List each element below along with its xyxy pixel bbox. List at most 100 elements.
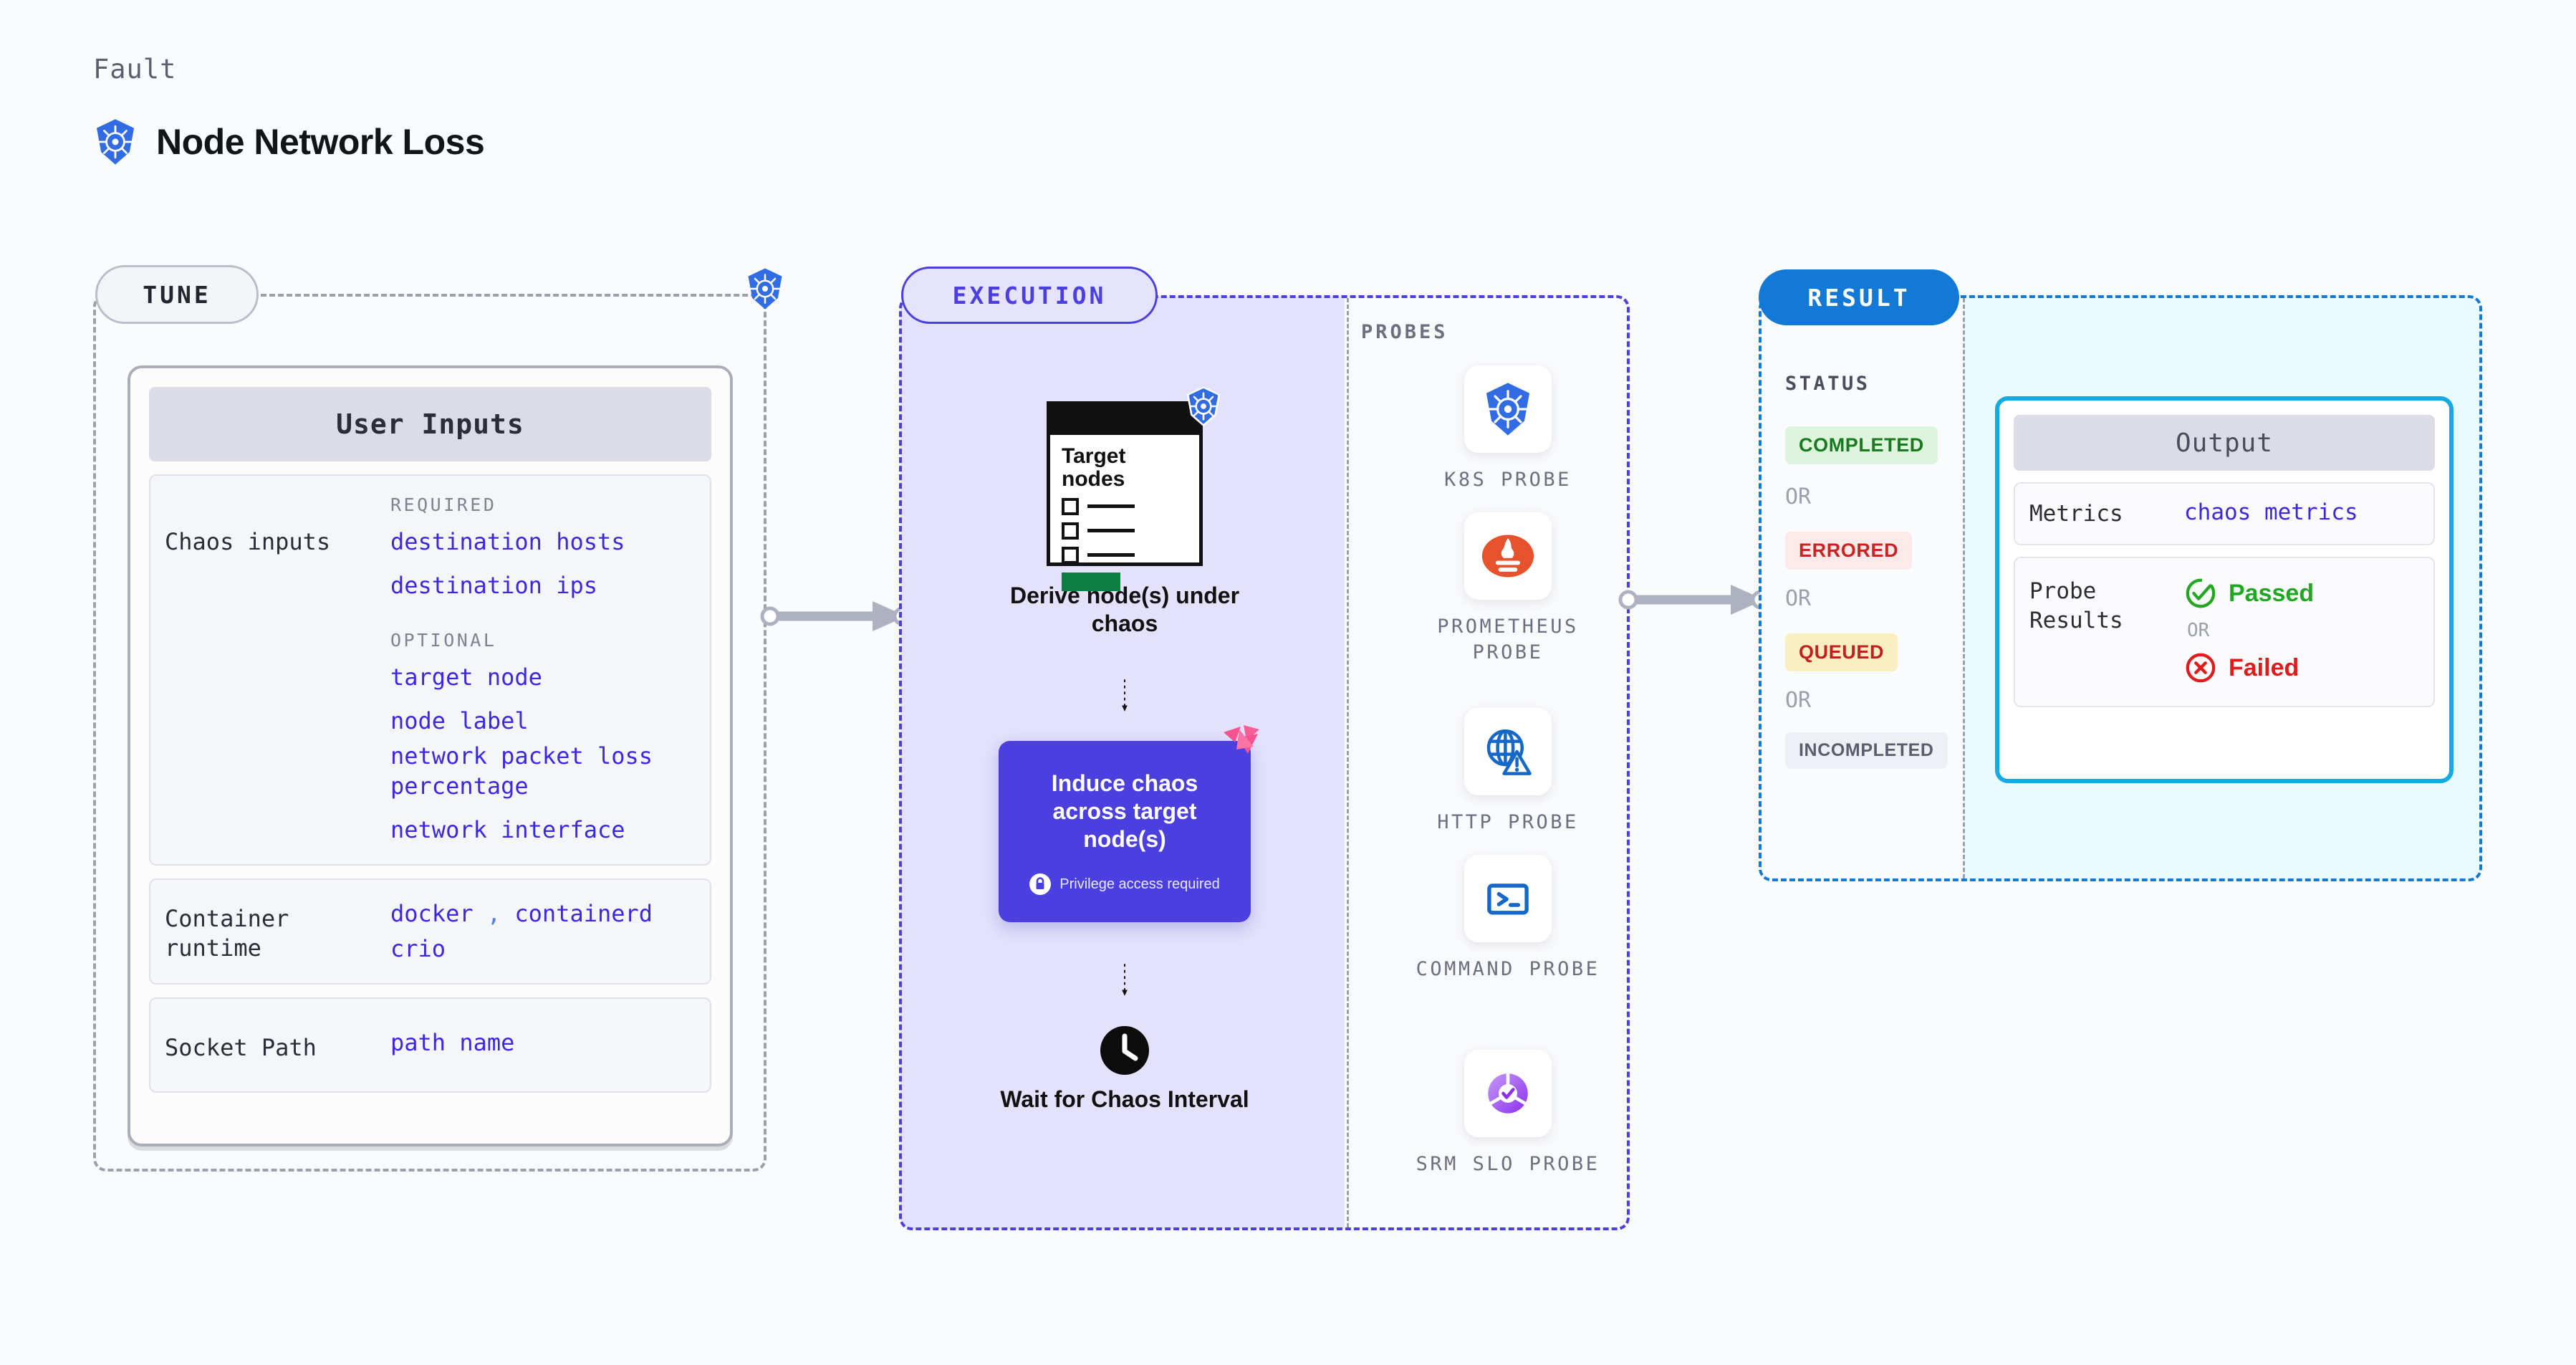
checkbox-icon: [1062, 546, 1079, 564]
input-network-packet-loss-percentage[interactable]: network packet loss percentage: [390, 742, 653, 800]
result-stage-pill: RESULT: [1759, 269, 1959, 325]
probe-item-command[interactable]: COMMAND PROBE: [1400, 855, 1615, 982]
page-title: Node Network Loss: [156, 122, 485, 162]
checkbox-icon: [1062, 522, 1079, 540]
user-inputs-title: User Inputs: [149, 387, 711, 461]
kubernetes-icon: [745, 267, 785, 310]
required-group-title: REQUIRED: [390, 494, 497, 515]
socket-path-label: Socket Path: [165, 1033, 317, 1061]
container-runtime-section: Container runtime docker , containerd cr…: [149, 878, 711, 985]
globe-warning-icon: [1464, 708, 1552, 795]
x-circle-icon: [2186, 653, 2216, 683]
kubernetes-icon: [1185, 386, 1222, 426]
passed-text: Passed: [2229, 579, 2315, 607]
status-badge-incompleted: INCOMPLETED: [1785, 732, 1948, 769]
container-runtime-label: Container runtime: [165, 905, 289, 962]
probe-label: K8S PROBE: [1444, 469, 1572, 491]
probe-result-or: OR: [2187, 620, 2210, 642]
output-probe-results-row: Probe Results Passed OR Failed: [2014, 557, 2435, 708]
metrics-value[interactable]: chaos metrics: [2184, 499, 2358, 525]
input-destination-hosts[interactable]: destination hosts: [390, 528, 625, 555]
checkbox-icon: [1062, 497, 1079, 515]
litmus-chaos-icon: [1222, 725, 1261, 761]
induce-chaos-title: Induce chaos across target node(s): [1051, 770, 1198, 853]
kubernetes-icon: [93, 118, 138, 166]
checkbox-row: [1062, 497, 1188, 515]
failed-text: Failed: [2229, 653, 2299, 681]
result-divider: [1963, 298, 1965, 878]
container-runtime-values[interactable]: docker , containerd: [390, 899, 696, 929]
derive-nodes-label: Derive node(s) under chaos: [1009, 583, 1240, 637]
probes-divider: [1347, 298, 1349, 1227]
probe-item-srm-slo[interactable]: SRM SLO PROBE: [1400, 1050, 1615, 1177]
value-path-name[interactable]: path name: [390, 1028, 515, 1056]
status-or-2: OR: [1785, 586, 1812, 611]
page-eyebrow: Fault: [93, 54, 177, 85]
result-stage-panel: [1759, 295, 2482, 881]
kubernetes-icon: [1464, 365, 1552, 453]
execution-flow-column: Target nodes Derive node(s) under chaos: [996, 386, 1259, 1113]
privilege-note-text: Privilege access required: [1059, 876, 1220, 892]
probe-item-prometheus[interactable]: PROMETHEUS PROBE: [1400, 512, 1615, 665]
value-containerd[interactable]: containerd: [514, 900, 653, 928]
connector-tune-to-execution: [760, 601, 913, 631]
wait-chaos-interval-label: Wait for Chaos Interval: [1000, 1086, 1249, 1113]
probes-title: PROBES: [1361, 321, 1448, 343]
target-nodes-card: Target nodes: [1047, 386, 1221, 591]
status-or-1: OR: [1785, 484, 1812, 509]
terminal-icon: [1464, 855, 1552, 942]
placeholder-line: [1087, 553, 1135, 557]
checkbox-row: [1062, 546, 1188, 564]
probe-result-passed: Passed: [2184, 577, 2419, 610]
probe-label: SRM SLO PROBE: [1416, 1153, 1600, 1175]
lock-icon: [1029, 873, 1052, 896]
tune-stage-pill: TUNE: [95, 265, 259, 324]
input-network-interface[interactable]: network interface: [390, 816, 625, 844]
flow-arrow-down: [1122, 679, 1128, 712]
probe-item-http[interactable]: HTTP PROBE: [1400, 708, 1615, 835]
placeholder-line: [1087, 504, 1135, 509]
value-separator: ,: [486, 900, 501, 928]
input-destination-ips[interactable]: destination ips: [390, 571, 597, 599]
output-metrics-row: Metrics chaos metrics: [2014, 482, 2435, 546]
page-title-row: Node Network Loss: [93, 118, 485, 166]
status-badge-errored: ERRORED: [1785, 532, 1913, 570]
check-circle-icon: [2186, 578, 2216, 608]
srm-slo-icon: [1464, 1050, 1552, 1137]
value-crio[interactable]: crio: [390, 935, 446, 962]
progress-bar: [1062, 572, 1120, 591]
metrics-label: Metrics: [2029, 501, 2123, 527]
execution-stage-pill: EXECUTION: [901, 267, 1158, 324]
placeholder-line: [1087, 529, 1135, 533]
privilege-note-row: Privilege access required: [1016, 873, 1234, 896]
status-badge-completed: COMPLETED: [1785, 426, 1938, 464]
chaos-inputs-section: Chaos inputs REQUIRED destination hosts …: [149, 474, 711, 866]
connector-execution-to-result: [1618, 585, 1771, 615]
execution-stage-panel: [899, 295, 1630, 1230]
group-spacer: [390, 614, 696, 630]
status-or-3: OR: [1785, 688, 1812, 713]
result-status-background: [1760, 297, 1962, 880]
prometheus-icon: [1464, 512, 1552, 600]
user-inputs-card: User Inputs Chaos inputs REQUIRED destin…: [128, 365, 733, 1146]
flow-arrow-down: [1122, 964, 1128, 997]
probe-label: HTTP PROBE: [1437, 811, 1579, 833]
status-title: STATUS: [1785, 373, 1870, 395]
card-body: Target nodes: [1050, 435, 1199, 591]
probe-item-k8s[interactable]: K8S PROBE: [1400, 365, 1615, 493]
socket-path-section: Socket Path path name: [149, 997, 711, 1093]
input-target-node[interactable]: target node: [390, 663, 542, 691]
output-card: Output Metrics chaos metrics Probe Resul…: [1995, 396, 2454, 783]
probe-results-label: Probe Results: [2029, 578, 2123, 633]
target-nodes-title: Target nodes: [1062, 444, 1126, 491]
input-node-label[interactable]: node label: [390, 707, 529, 734]
probe-label: COMMAND PROBE: [1416, 958, 1600, 980]
chaos-inputs-label: Chaos inputs: [165, 528, 331, 555]
probe-label: PROMETHEUS PROBE: [1437, 616, 1579, 664]
induce-chaos-box: Induce chaos across target node(s) Privi…: [999, 725, 1259, 923]
value-docker[interactable]: docker: [390, 900, 474, 928]
checkbox-row: [1062, 522, 1188, 540]
status-badge-queued: QUEUED: [1785, 633, 1898, 671]
optional-group-title: OPTIONAL: [390, 629, 497, 651]
